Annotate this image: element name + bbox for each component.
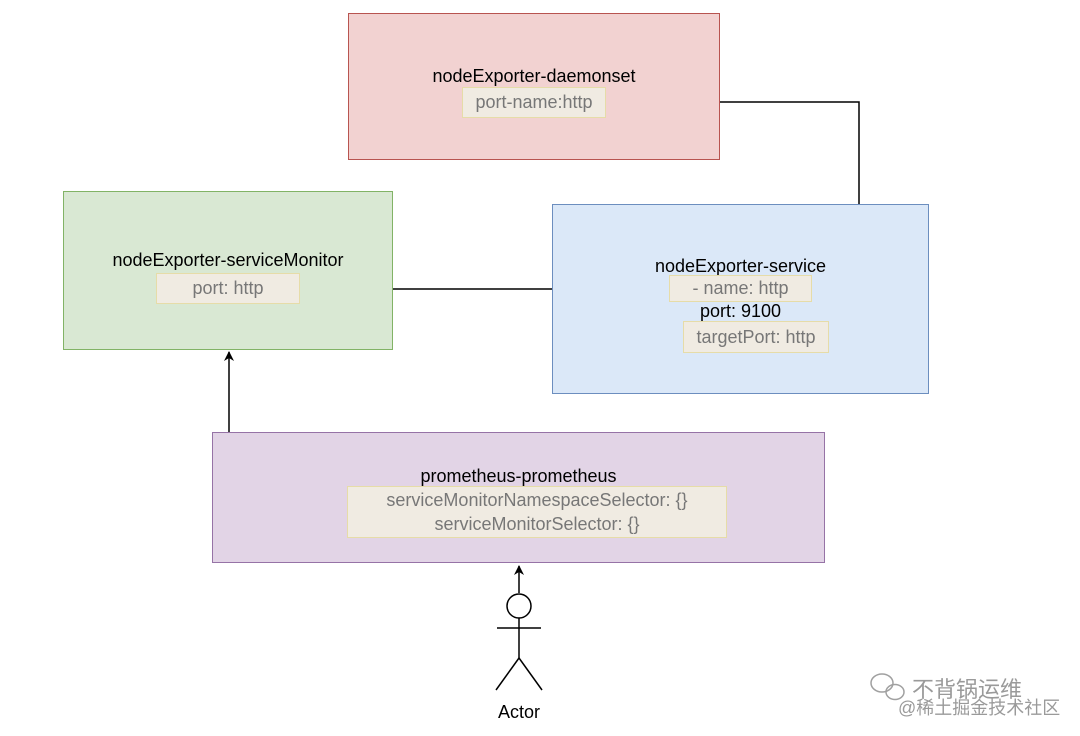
actor-label: Actor [497,702,540,722]
service-port-text: port: 9100 [699,301,782,321]
prometheus-title: prometheus-prometheus [420,466,617,486]
service-targetport-field: targetPort: http [683,321,829,353]
monitor-selector-text: serviceMonitorSelector: {} [434,514,640,534]
wechat-icon [870,673,905,701]
servicemonitor-box [63,191,393,350]
daemonset-box [348,13,720,160]
actor-icon [495,593,543,691]
watermark-wechat-text: 不背锅运维 [912,677,1023,702]
service-name-field: - name: http [669,275,812,302]
servicemonitor-port-field: port: http [156,273,300,304]
namespace-selector-text: serviceMonitorNamespaceSelector: {} [386,490,688,510]
daemonset-title: nodeExporter-daemonset [432,66,636,86]
servicemonitor-title: nodeExporter-serviceMonitor [112,250,344,270]
service-title: nodeExporter-service [654,256,827,276]
watermark-juejin-text: @稀土掘金技术社区 [898,698,1061,718]
daemonset-port-name-field: port-name:http [462,87,606,118]
prometheus-selector-field: serviceMonitorNamespaceSelector: {} serv… [347,486,727,538]
